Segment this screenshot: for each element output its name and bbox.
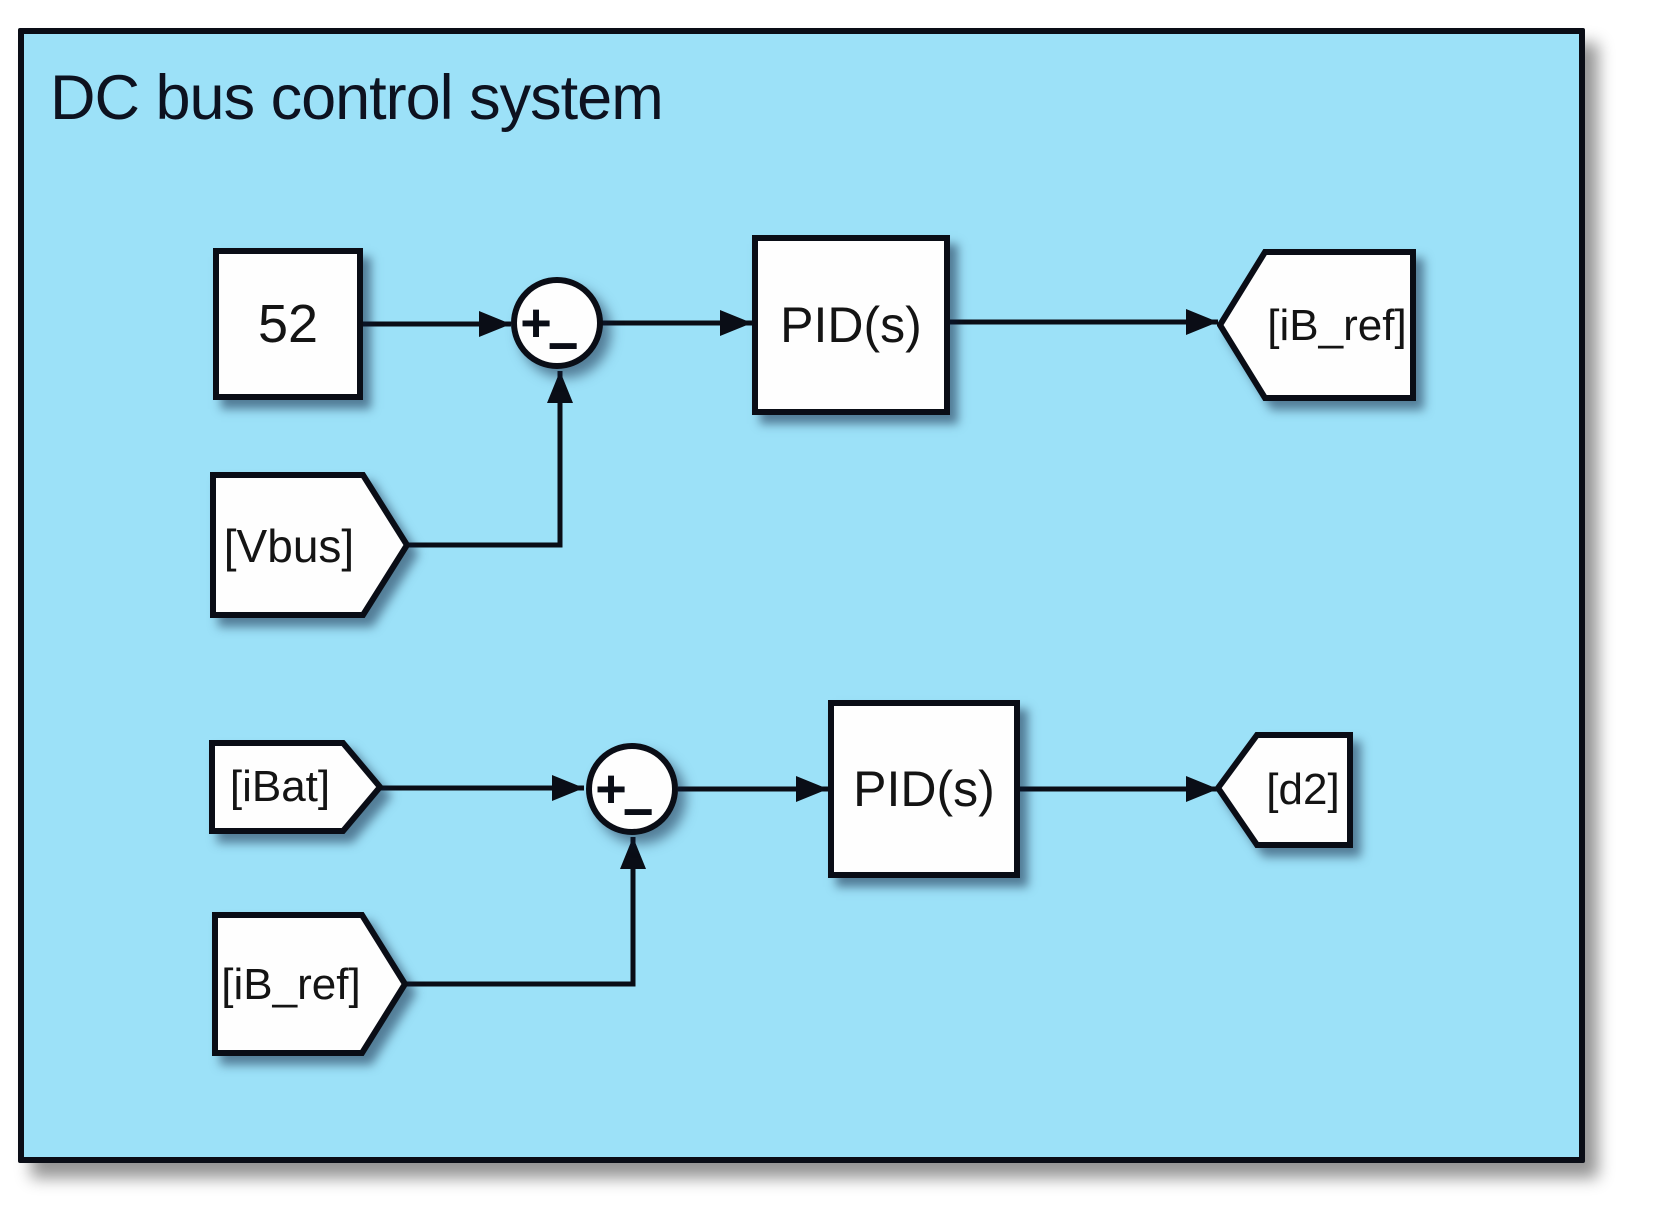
goto-tag-label: [iB_ref] — [1267, 300, 1407, 350]
goto-tag-d2[interactable]: [d2] — [1215, 732, 1353, 848]
goto-tag-shape — [1215, 732, 1353, 848]
sum-minus-sign: − — [622, 782, 654, 841]
pid-controller-block-bottom[interactable]: PID(s) — [828, 700, 1020, 878]
from-tag-label: [Vbus] — [223, 520, 355, 572]
pid-controller-block-top[interactable]: PID(s) — [752, 235, 950, 415]
pid-block-label: PID(s) — [780, 297, 922, 353]
from-tag-shape — [210, 472, 411, 618]
sum-plus-sign: + — [520, 293, 552, 353]
sum-minus-sign: − — [547, 316, 579, 375]
from-tag-label: [iBat] — [229, 762, 331, 811]
from-tag-label: [iB_ref] — [221, 960, 361, 1009]
constant-block-label: 52 — [257, 294, 319, 354]
constant-block-52[interactable]: 52 — [213, 248, 363, 400]
from-tag-ib-ref[interactable]: [iB_ref] — [212, 912, 410, 1058]
goto-tag-shape — [1217, 249, 1416, 401]
sum-plus-sign: + — [595, 759, 627, 819]
diagram-title: DC bus control system — [50, 63, 664, 133]
sum-block-bottom[interactable]: + − — [580, 737, 684, 841]
sum-circle — [511, 277, 603, 369]
sum-circle — [586, 743, 678, 835]
sum-block-top[interactable]: + − — [505, 271, 609, 375]
from-tag-vbus[interactable]: [Vbus] — [210, 472, 412, 620]
pid-block-label: PID(s) — [853, 761, 995, 817]
goto-tag-label: [d2] — [1266, 765, 1340, 814]
from-tag-shape — [212, 912, 409, 1056]
from-tag-shape — [209, 740, 384, 834]
from-tag-ibat[interactable]: [iBat] — [209, 740, 385, 834]
goto-tag-ib-ref[interactable]: [iB_ref] — [1217, 249, 1417, 402]
